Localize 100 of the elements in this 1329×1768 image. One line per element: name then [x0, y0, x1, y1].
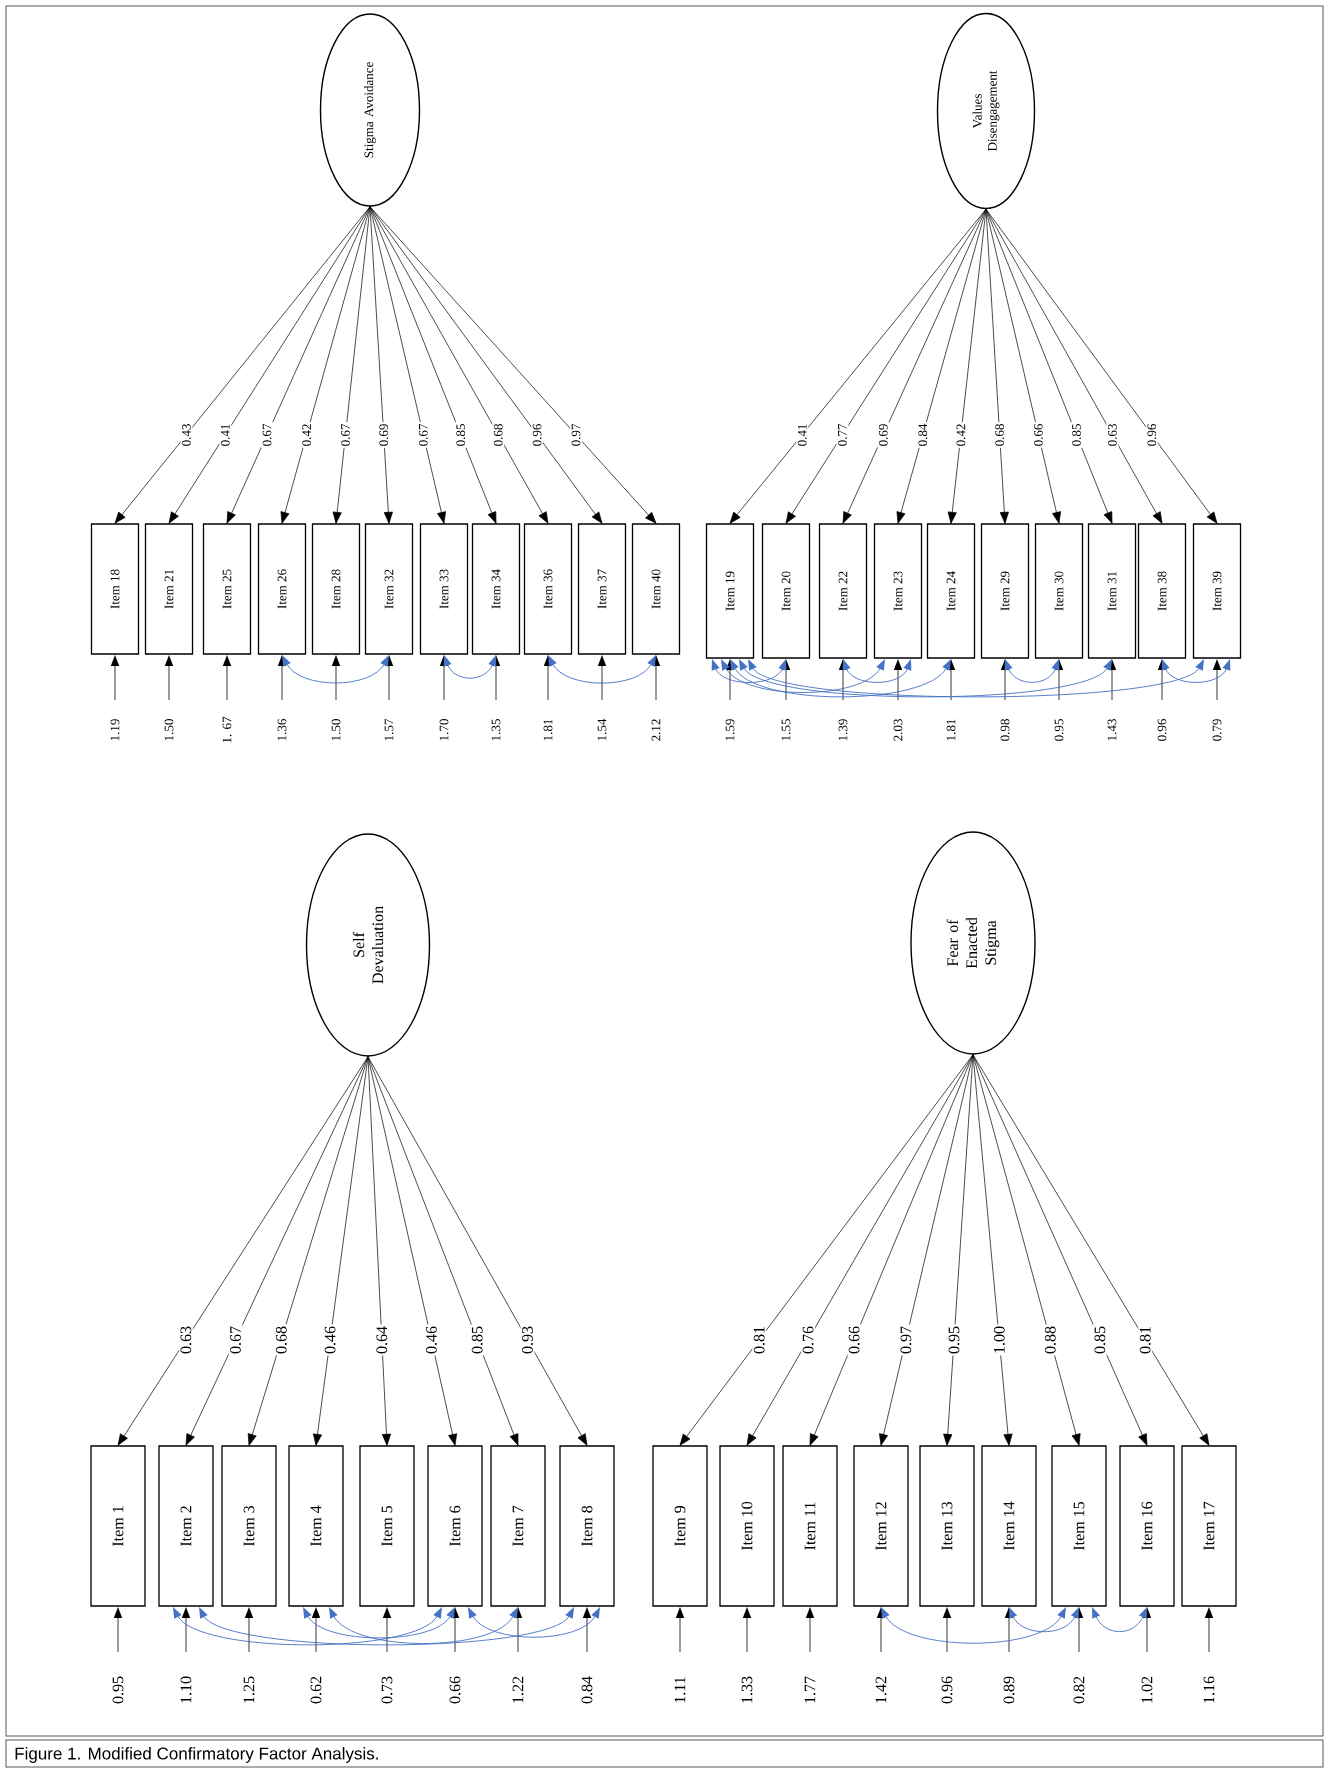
edge-label: 0.68 [492, 422, 505, 448]
edge-label: 1.00 [992, 1324, 1007, 1356]
loading-arrow [247, 1056, 369, 1446]
error-arrow [311, 1607, 321, 1653]
error-arrow [893, 659, 903, 701]
loading-arrow [943, 1054, 974, 1446]
edge-label: 0.96 [1145, 422, 1158, 448]
edge-label: 2.12 [651, 719, 661, 741]
error-arrow [1212, 659, 1222, 701]
loading-arrow [367, 1056, 391, 1446]
edge-label: 1.19 [110, 719, 120, 741]
item-box: Item 19 [705, 523, 755, 659]
edge-label: 0.63 [1106, 422, 1119, 448]
loading-arrow [117, 1056, 369, 1446]
error-arrow [582, 1607, 592, 1653]
covariance-arrow [881, 1607, 1066, 1644]
edge-label: 0.41 [796, 422, 809, 448]
edge-label: 0.81 [1138, 1324, 1153, 1356]
loading-arrow [367, 1056, 519, 1446]
error-arrow [597, 655, 607, 701]
error-arrow [742, 1607, 752, 1653]
item-box: Item 31 [1087, 523, 1137, 659]
edge-label: 0.95 [112, 1676, 124, 1704]
loading-arrow [842, 208, 987, 524]
loading-arrow [746, 1054, 974, 1446]
edge-label: 1.10 [180, 1676, 192, 1703]
error-arrow [331, 655, 341, 701]
edge-label: 0.98 [1000, 719, 1010, 741]
covariance-arrow [282, 655, 389, 684]
edge-label: 0.96 [1157, 719, 1167, 741]
item-box: Item 29 [980, 523, 1030, 659]
edge-label: 1.55 [781, 719, 791, 741]
item-box: Item 3 [221, 1445, 277, 1607]
edge-label: 0.85 [470, 1324, 485, 1356]
covariance-arrow [1009, 1607, 1079, 1633]
loading-arrow [785, 208, 987, 524]
edge-label: 0.66 [847, 1324, 862, 1356]
covariance-arrow [1161, 659, 1231, 683]
loading-arrow [168, 206, 371, 524]
item-box: Item 38 [1137, 523, 1187, 659]
item-box: Item 9 [652, 1445, 708, 1607]
error-arrow [382, 1607, 392, 1653]
loading-arrow [369, 206, 393, 524]
covariance-arrow [730, 659, 951, 698]
covariance-arrow [548, 655, 656, 684]
item-box: Item 1 [90, 1445, 146, 1607]
edge-label: 0.96 [941, 1676, 953, 1704]
covariance-arrow [842, 659, 912, 683]
item-box: Item 24 [926, 523, 976, 659]
edge-label: 1.50 [331, 719, 341, 741]
loading-arrow [369, 206, 549, 524]
edge-label: 1.77 [804, 1676, 816, 1703]
edge-label: 0.96 [531, 422, 543, 448]
covariance-arrow [468, 1607, 600, 1638]
figure-caption: Figure 1. Modified Confirmatory Factor Analysis. [5, 1739, 1324, 1768]
edge-label: 1.39 [838, 719, 848, 741]
error-arrow [222, 655, 232, 701]
item-box: Item 18 [90, 523, 140, 655]
edge-label: 0.42 [955, 422, 967, 448]
edge-label: 1.42 [875, 1676, 887, 1703]
edge-label: 2.03 [893, 719, 903, 741]
loading-arrow [369, 206, 497, 524]
loading-arrow [729, 208, 987, 524]
item-box: Item 7 [490, 1445, 546, 1607]
item-box: Item 16 [1119, 1445, 1175, 1607]
edge-label: 0.67 [339, 422, 352, 448]
item-box: Item 40 [631, 523, 681, 655]
error-arrow [1204, 1607, 1214, 1653]
edge-label: 1.81 [946, 719, 956, 741]
item-box: Item 10 [719, 1445, 775, 1607]
edge-label: 1.11 [674, 1677, 686, 1703]
covariance-arrow [721, 659, 885, 693]
error-arrow [164, 655, 174, 701]
edge-label: 0.81 [752, 1324, 767, 1356]
loading-arrow [972, 1054, 1013, 1446]
item-box: Item 23 [873, 523, 923, 659]
edge-label: 0.46 [424, 1324, 439, 1356]
edge-label: 0.42 [300, 422, 313, 448]
item-box: Item 15 [1051, 1445, 1107, 1607]
covariance-arrow [199, 1607, 574, 1646]
item-box: Item 22 [818, 523, 868, 659]
covariance-arrow [303, 1607, 455, 1639]
edge-label: 1.33 [741, 1676, 753, 1703]
edge-label: 1.54 [597, 718, 607, 741]
loading-arrow [985, 208, 1113, 524]
edge-label: 0.76 [801, 1324, 816, 1356]
edge-label: 0.82 [1073, 1676, 1085, 1704]
item-box: Item 21 [144, 523, 194, 655]
edge-label: 1.36 [277, 719, 287, 741]
edge-label: 0.68 [274, 1324, 289, 1356]
error-arrow [675, 1607, 685, 1653]
loading-arrow [972, 1054, 1081, 1446]
item-box: Item 36 [523, 523, 573, 655]
item-box: Item 28 [311, 523, 361, 655]
loading-arrow [972, 1054, 1210, 1446]
edge-label: 0.84 [916, 422, 929, 448]
edge-label: 0.66 [1032, 422, 1045, 448]
edge-label: 0.85 [1070, 422, 1083, 448]
edge-label: 0.69 [877, 422, 890, 448]
edge-label: 0.88 [1043, 1324, 1058, 1356]
